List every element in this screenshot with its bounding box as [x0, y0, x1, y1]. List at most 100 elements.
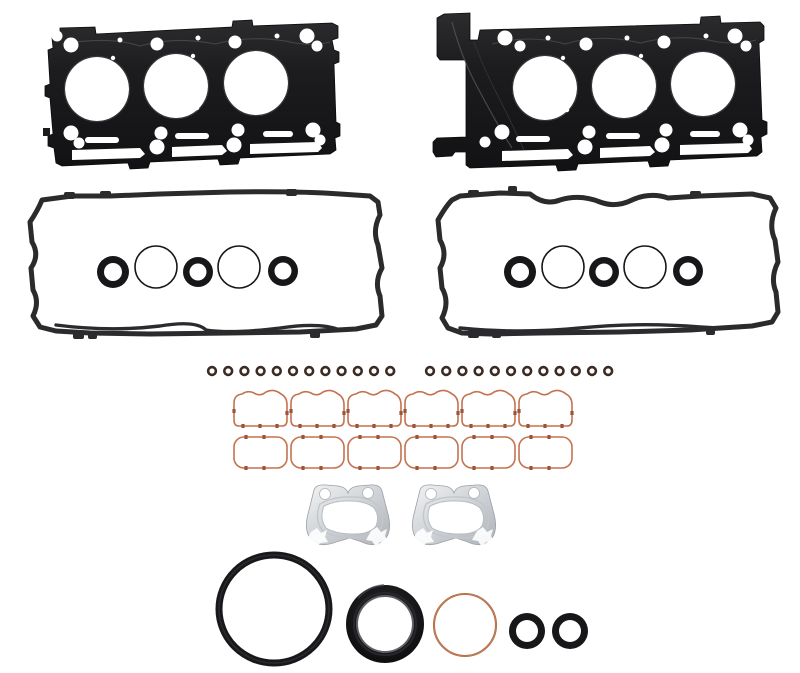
gasket-tab [262, 466, 266, 470]
oring-small [603, 365, 614, 377]
oring-small [352, 365, 363, 377]
gasket-tab [275, 424, 279, 428]
oring-small [304, 365, 315, 377]
intake-gasket-lower [233, 436, 288, 469]
gasket-tab [503, 424, 507, 428]
gasket-tab [513, 411, 517, 415]
oring-small [424, 365, 436, 377]
gasket-tab [517, 409, 521, 413]
small-oring-b [552, 613, 588, 649]
intake-gasket-lower [518, 436, 573, 469]
gasket-tab [241, 424, 245, 428]
oring-small [385, 365, 396, 377]
gasket-tab [319, 435, 323, 439]
oring-small [457, 365, 468, 377]
intake-gasket-lower [404, 436, 459, 469]
intake-gasket-upper [518, 389, 573, 427]
oring-small [538, 365, 549, 377]
oring-small [441, 365, 452, 377]
oring-small [287, 365, 299, 377]
oring-small [336, 365, 347, 377]
gasket-tab [232, 409, 236, 413]
intake-gasket-upper [233, 389, 288, 427]
gasket-tab [469, 424, 473, 428]
oring-small [320, 365, 331, 377]
gasket-tab [358, 435, 362, 439]
oring-small [255, 365, 266, 377]
gasket-tab [547, 466, 551, 470]
head-gasket-right-body [432, 12, 768, 172]
gasket-tab [332, 424, 336, 428]
gasket-tab [298, 424, 302, 428]
intake-gasket-lower [347, 436, 402, 469]
gasket-tab [547, 435, 551, 439]
intake-gaskets-upper-row [232, 389, 574, 428]
head-gasket-left-body [43, 19, 341, 170]
gasket-tab [301, 466, 305, 470]
oring-small [554, 365, 565, 377]
oring-small [223, 365, 234, 377]
gasket-tab [429, 424, 433, 428]
oring-small [473, 365, 484, 377]
valve-cover-gasket-right-outline [435, 186, 781, 338]
intake-gasket-lower [461, 436, 516, 469]
gasket-tab [460, 409, 464, 413]
oring-small [206, 365, 218, 377]
gasket-tab [490, 466, 494, 470]
gasket-tab [570, 411, 574, 415]
gasket-tab [472, 466, 476, 470]
gasket-tab [526, 424, 530, 428]
crank-oil-seal [346, 584, 424, 663]
gasket-tab [543, 424, 547, 428]
oring-small [489, 365, 500, 377]
gasket-tab [486, 424, 490, 428]
gasket-tab [262, 435, 266, 439]
oring-small [239, 365, 250, 377]
oring-strip-group [206, 365, 614, 377]
gasket-tab [342, 411, 346, 415]
intake-gasket-upper [404, 389, 459, 427]
gasket-tab [389, 424, 393, 428]
gasket-tab [258, 424, 262, 428]
intake-gasket-upper [290, 389, 345, 427]
gasket-tab [529, 466, 533, 470]
valve-cover-left-spark-plug-seals [97, 245, 298, 289]
large-oring [215, 551, 333, 667]
gasket-tab [358, 466, 362, 470]
gasket-tab [456, 411, 460, 415]
gasket-tab [289, 409, 293, 413]
gasket-tab [403, 409, 407, 413]
gasket-tab [301, 435, 305, 439]
gasket-tab [346, 409, 350, 413]
small-oring-a [509, 613, 545, 649]
gasket-tab [415, 435, 419, 439]
exhaust-manifold-gasket-left [306, 484, 390, 548]
gasket-tab [433, 435, 437, 439]
gasket-tab [415, 466, 419, 470]
gasket-tab [315, 424, 319, 428]
valve-cover-gasket-left-outline [27, 189, 385, 339]
gasket-tab [376, 435, 380, 439]
exhaust-manifold-gasket-right [412, 484, 496, 548]
gasket-tab [372, 424, 376, 428]
gasket-tab [490, 435, 494, 439]
gasket-tab [472, 435, 476, 439]
gasket-tab [446, 424, 450, 428]
oring-small [505, 365, 517, 377]
copper-oring [432, 592, 498, 658]
intake-gaskets-lower-row [233, 435, 573, 470]
oring-small [368, 365, 380, 377]
gasket-tab [285, 411, 289, 415]
intake-gasket-upper [461, 389, 516, 427]
oring-small [586, 365, 598, 377]
gasket-tab [412, 424, 416, 428]
gasket-tab [529, 435, 533, 439]
gasket-tab [433, 466, 437, 470]
